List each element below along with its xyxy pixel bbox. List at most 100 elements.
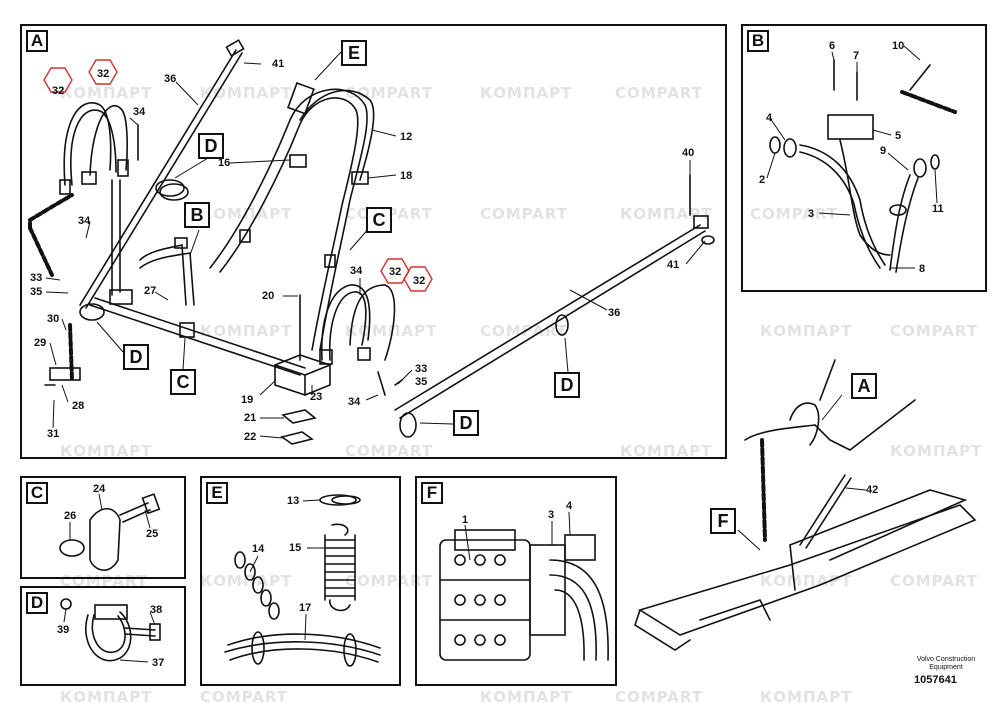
- panel-c: C: [20, 476, 186, 579]
- watermark-text: COMPART: [345, 572, 434, 590]
- part-number: 20: [262, 290, 275, 302]
- part-number: 24: [93, 483, 106, 495]
- part-number: 26: [64, 510, 77, 522]
- watermark-text: КОМПАРТ: [760, 322, 853, 340]
- part-number: 4: [566, 500, 573, 512]
- callout-d: D: [554, 372, 580, 398]
- part-number: 19: [241, 394, 254, 406]
- part-number: 29: [34, 337, 47, 349]
- callout-f: F: [710, 508, 736, 534]
- panel-a: A: [20, 24, 727, 459]
- part-number: 4: [766, 112, 773, 124]
- part-number: 1: [462, 514, 469, 526]
- part-number: 34: [133, 106, 146, 118]
- panel-a-drawing: [28, 39, 715, 445]
- panel-label: D: [26, 592, 48, 614]
- watermark-text: COMPART: [345, 442, 434, 460]
- part-number: 5: [895, 130, 902, 142]
- watermark-text: КОМПАРТ: [200, 572, 293, 590]
- part-number: 21: [244, 412, 257, 424]
- part-number: 11: [932, 203, 944, 215]
- watermark-text: COMPART: [890, 322, 979, 340]
- watermark-text: КОМПАРТ: [760, 688, 853, 706]
- manufacturer-line: Equipment: [929, 664, 963, 671]
- part-number: 7: [853, 50, 860, 62]
- part-number: 3: [548, 509, 555, 521]
- panel-b: B: [741, 24, 987, 292]
- panel-label: A: [26, 30, 48, 52]
- manufacturer-label: Volvo Construction Equipment: [904, 656, 988, 672]
- watermark-text: COMPART: [60, 572, 149, 590]
- part-number: 13: [287, 495, 300, 507]
- watermark-text: КОМПАРТ: [890, 442, 983, 460]
- part-number: 42: [866, 484, 879, 496]
- part-number: 9: [880, 145, 887, 157]
- part-number: 3: [808, 208, 815, 220]
- document-number: 1057641: [914, 674, 957, 686]
- panel-label: B: [747, 30, 769, 52]
- panel-label: C: [26, 482, 48, 504]
- part-number: 15: [289, 542, 302, 554]
- part-number: 31: [47, 428, 60, 440]
- panel-e: E: [200, 476, 401, 686]
- watermark-text: COMPART: [615, 84, 704, 102]
- callout-c: C: [366, 207, 392, 233]
- part-number: 6: [829, 40, 836, 52]
- part-number: 32: [97, 68, 110, 80]
- part-number: 33: [415, 363, 428, 375]
- callout-b: B: [184, 202, 210, 228]
- part-number: 16: [218, 157, 231, 169]
- part-number: 25: [146, 528, 159, 540]
- callout-a: A: [851, 373, 877, 399]
- part-number: 8: [919, 263, 926, 275]
- part-number: 22: [244, 431, 257, 443]
- part-number: 32: [413, 275, 426, 287]
- watermark-text: COMPART: [615, 688, 704, 706]
- callout-d: D: [123, 344, 149, 370]
- part-number: 23: [310, 391, 323, 403]
- watermark-text: COMPART: [750, 205, 839, 223]
- watermark-text: КОМПАРТ: [60, 688, 153, 706]
- watermark-text: COMPART: [200, 688, 289, 706]
- watermark-text: КОМПАРТ: [620, 442, 713, 460]
- callout-c: C: [170, 369, 196, 395]
- part-number: 33: [30, 272, 43, 284]
- part-number: 38: [150, 604, 163, 616]
- part-number: 10: [892, 40, 905, 52]
- part-number: 14: [252, 543, 265, 555]
- part-number: 18: [400, 170, 413, 182]
- part-number: 17: [299, 602, 312, 614]
- part-number: 41: [272, 58, 285, 70]
- watermark-text: КОМПАРТ: [620, 205, 713, 223]
- part-number: 28: [72, 400, 85, 412]
- part-number: 39: [57, 624, 70, 636]
- part-number: 36: [608, 307, 621, 319]
- part-number: 41: [667, 259, 680, 271]
- watermark-text: КОМПАРТ: [60, 442, 153, 460]
- part-number: 12: [400, 131, 413, 143]
- watermark-text: КОМПАРТ: [200, 322, 293, 340]
- part-number: 32: [52, 85, 65, 97]
- watermark-text: COMPART: [480, 205, 569, 223]
- panel-d: D: [20, 586, 186, 686]
- machine-overview-drawing: [634, 359, 977, 651]
- part-number: 37: [152, 657, 165, 669]
- panel-label: F: [421, 482, 443, 504]
- part-number: 36: [164, 73, 177, 85]
- panel-f: F: [415, 476, 617, 686]
- watermark-text: COMPART: [480, 322, 569, 340]
- part-number: 32: [389, 266, 402, 278]
- part-number: 27: [144, 285, 157, 297]
- watermark-text: КОМПАРТ: [760, 572, 853, 590]
- watermark-text: КОМПАРТ: [200, 84, 293, 102]
- part-number: 30: [47, 313, 60, 325]
- panel-e-drawing: [224, 494, 381, 667]
- part-number: 34: [348, 396, 361, 408]
- manufacturer-line: Volvo Construction: [916, 656, 976, 663]
- part-number: 34: [78, 215, 91, 227]
- callout-d: D: [453, 410, 479, 436]
- watermark-text: КОМПАРТ: [480, 84, 573, 102]
- part-number: 34: [350, 265, 363, 277]
- watermark-text: COMPART: [890, 572, 979, 590]
